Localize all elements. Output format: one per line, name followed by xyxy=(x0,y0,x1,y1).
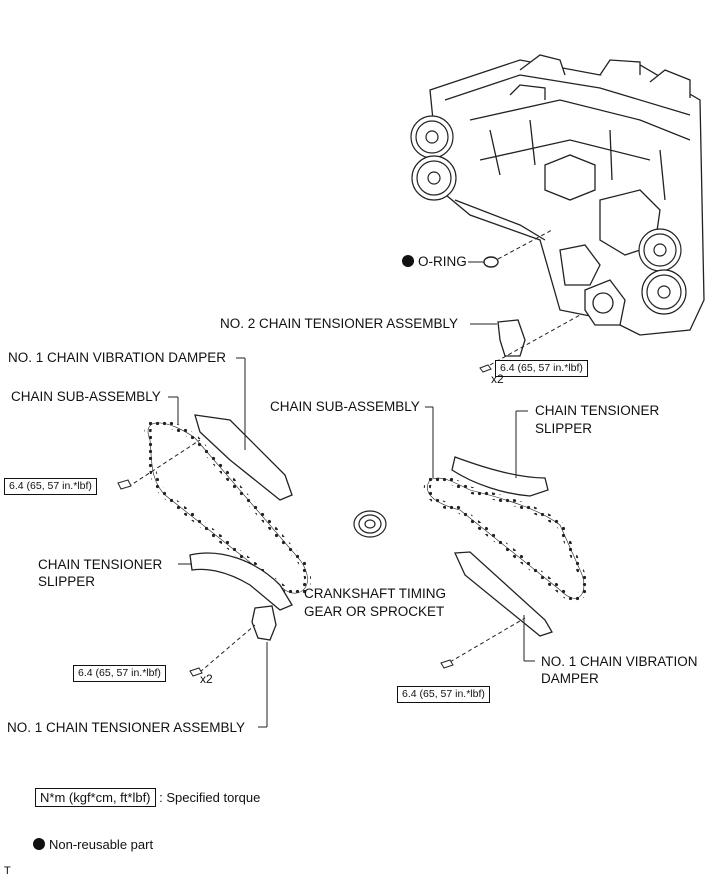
no2-tensioner-label: NO. 2 CHAIN TENSIONER ASSEMBLY xyxy=(220,316,459,331)
non-reusable-dot-icon xyxy=(402,255,414,267)
legend-torque: N*m (kgf*cm, ft*lbf) : Specified torque xyxy=(35,788,261,807)
chain-left-label: CHAIN SUB-ASSEMBLY xyxy=(11,389,161,404)
crankshaft-gear-part xyxy=(353,510,387,538)
o-ring-label: O-RING xyxy=(402,254,467,270)
torque-value-1: 6.4 (65, 57 in.*lbf) xyxy=(495,360,588,377)
quantity-label-2: x2 xyxy=(200,672,213,686)
no1-damper-right-label-line2: DAMPER xyxy=(541,671,599,686)
crankshaft-gear-label-line2: GEAR OR SPROCKET xyxy=(304,604,445,619)
no1-damper-right-label-line1: NO. 1 CHAIN VIBRATION xyxy=(541,654,698,669)
chain-right-label: CHAIN SUB-ASSEMBLY xyxy=(270,399,420,414)
no1-damper-left-label: NO. 1 CHAIN VIBRATION DAMPER xyxy=(8,350,227,365)
quantity-label-1: x2 xyxy=(491,372,504,386)
camshaft-sprockets-left xyxy=(410,115,457,201)
no2-tensioner-part xyxy=(497,319,526,357)
torque-value-3: 6.4 (65, 57 in.*lbf) xyxy=(73,665,166,682)
no1-tensioner-part xyxy=(251,605,277,641)
tensioner-slipper-left-label-line1: CHAIN TENSIONER xyxy=(38,557,163,572)
camshaft-sprockets-right xyxy=(638,228,687,315)
no1-damper-right-part xyxy=(454,551,553,637)
tensioner-slipper-right-label-line1: CHAIN TENSIONER xyxy=(535,403,660,418)
no1-damper-left-part xyxy=(194,414,293,501)
legend-torque-key: N*m (kgf*cm, ft*lbf) xyxy=(35,788,156,807)
torque-value-4: 6.4 (65, 57 in.*lbf) xyxy=(397,686,490,703)
tensioner-slipper-left-label-line2: SLIPPER xyxy=(38,574,96,589)
legend-non-reusable-text: Non-reusable part xyxy=(49,837,154,852)
legend-non-reusable: Non-reusable part xyxy=(33,837,153,852)
crankshaft-gear-label-line1: CRANKSHAFT TIMING xyxy=(304,586,447,601)
corner-mark: T xyxy=(4,865,11,877)
tensioner-slipper-right-label-line2: SLIPPER xyxy=(535,421,593,436)
tensioner-slipper-right-part xyxy=(451,456,549,497)
no1-tensioner-label: NO. 1 CHAIN TENSIONER ASSEMBLY xyxy=(7,720,246,735)
non-reusable-dot-icon xyxy=(33,838,45,850)
o-ring-part xyxy=(483,256,499,268)
chain-right-part xyxy=(424,474,588,602)
torque-value-2: 6.4 (65, 57 in.*lbf) xyxy=(4,478,97,495)
legend-torque-desc: : Specified torque xyxy=(159,790,261,805)
engine-block xyxy=(429,54,705,336)
tensioner-slipper-left-part xyxy=(189,552,293,611)
